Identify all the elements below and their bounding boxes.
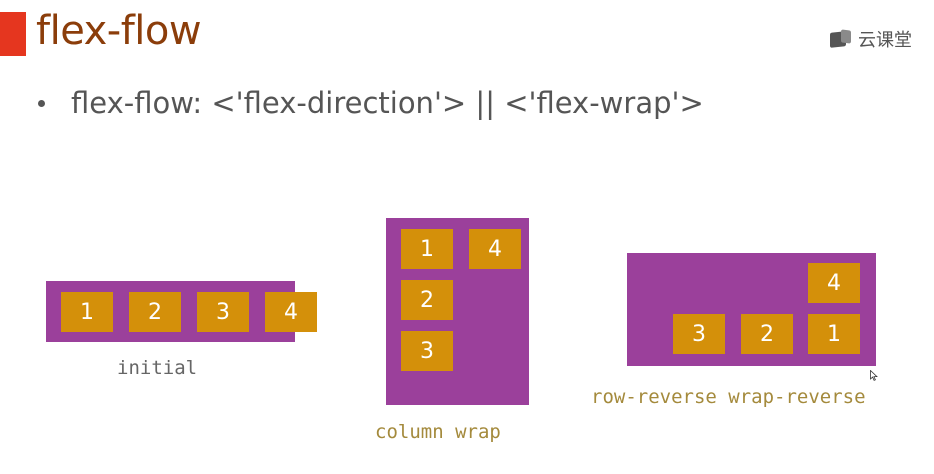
column-wrap-item-3: 3 — [401, 331, 453, 371]
title-accent-bar — [0, 12, 26, 56]
column-wrap-item-4: 4 — [469, 229, 521, 269]
bullet-dot-icon — [38, 99, 45, 107]
column-wrap-item-1: 1 — [401, 229, 453, 269]
slide-title: flex-flow — [36, 8, 202, 54]
row-reverse-item-4: 4 — [808, 263, 860, 303]
initial-caption: initial — [117, 357, 198, 379]
flex-flow-syntax: flex-flow: <'flex-direction'> || <'flex-… — [71, 86, 704, 120]
brand-name: 云课堂 — [858, 30, 912, 51]
brand-logo: 云课堂 — [830, 26, 912, 52]
initial-item-3: 3 — [197, 292, 249, 332]
bullet-point: flex-flow: <'flex-direction'> || <'flex-… — [38, 86, 704, 120]
column-wrap-caption: column wrap — [375, 421, 501, 443]
row-reverse-wrap-reverse-caption: row-reverse wrap-reverse — [591, 386, 866, 408]
initial-item-2: 2 — [129, 292, 181, 332]
row-reverse-item-3: 3 — [673, 314, 725, 354]
mouse-cursor-icon — [870, 370, 878, 381]
initial-item-1: 1 — [61, 292, 113, 332]
row-reverse-item-1: 1 — [808, 314, 860, 354]
row-reverse-item-2: 2 — [741, 314, 793, 354]
cloud-classroom-logo-icon — [830, 30, 852, 48]
column-wrap-item-2: 2 — [401, 280, 453, 320]
initial-item-4: 4 — [265, 292, 317, 332]
